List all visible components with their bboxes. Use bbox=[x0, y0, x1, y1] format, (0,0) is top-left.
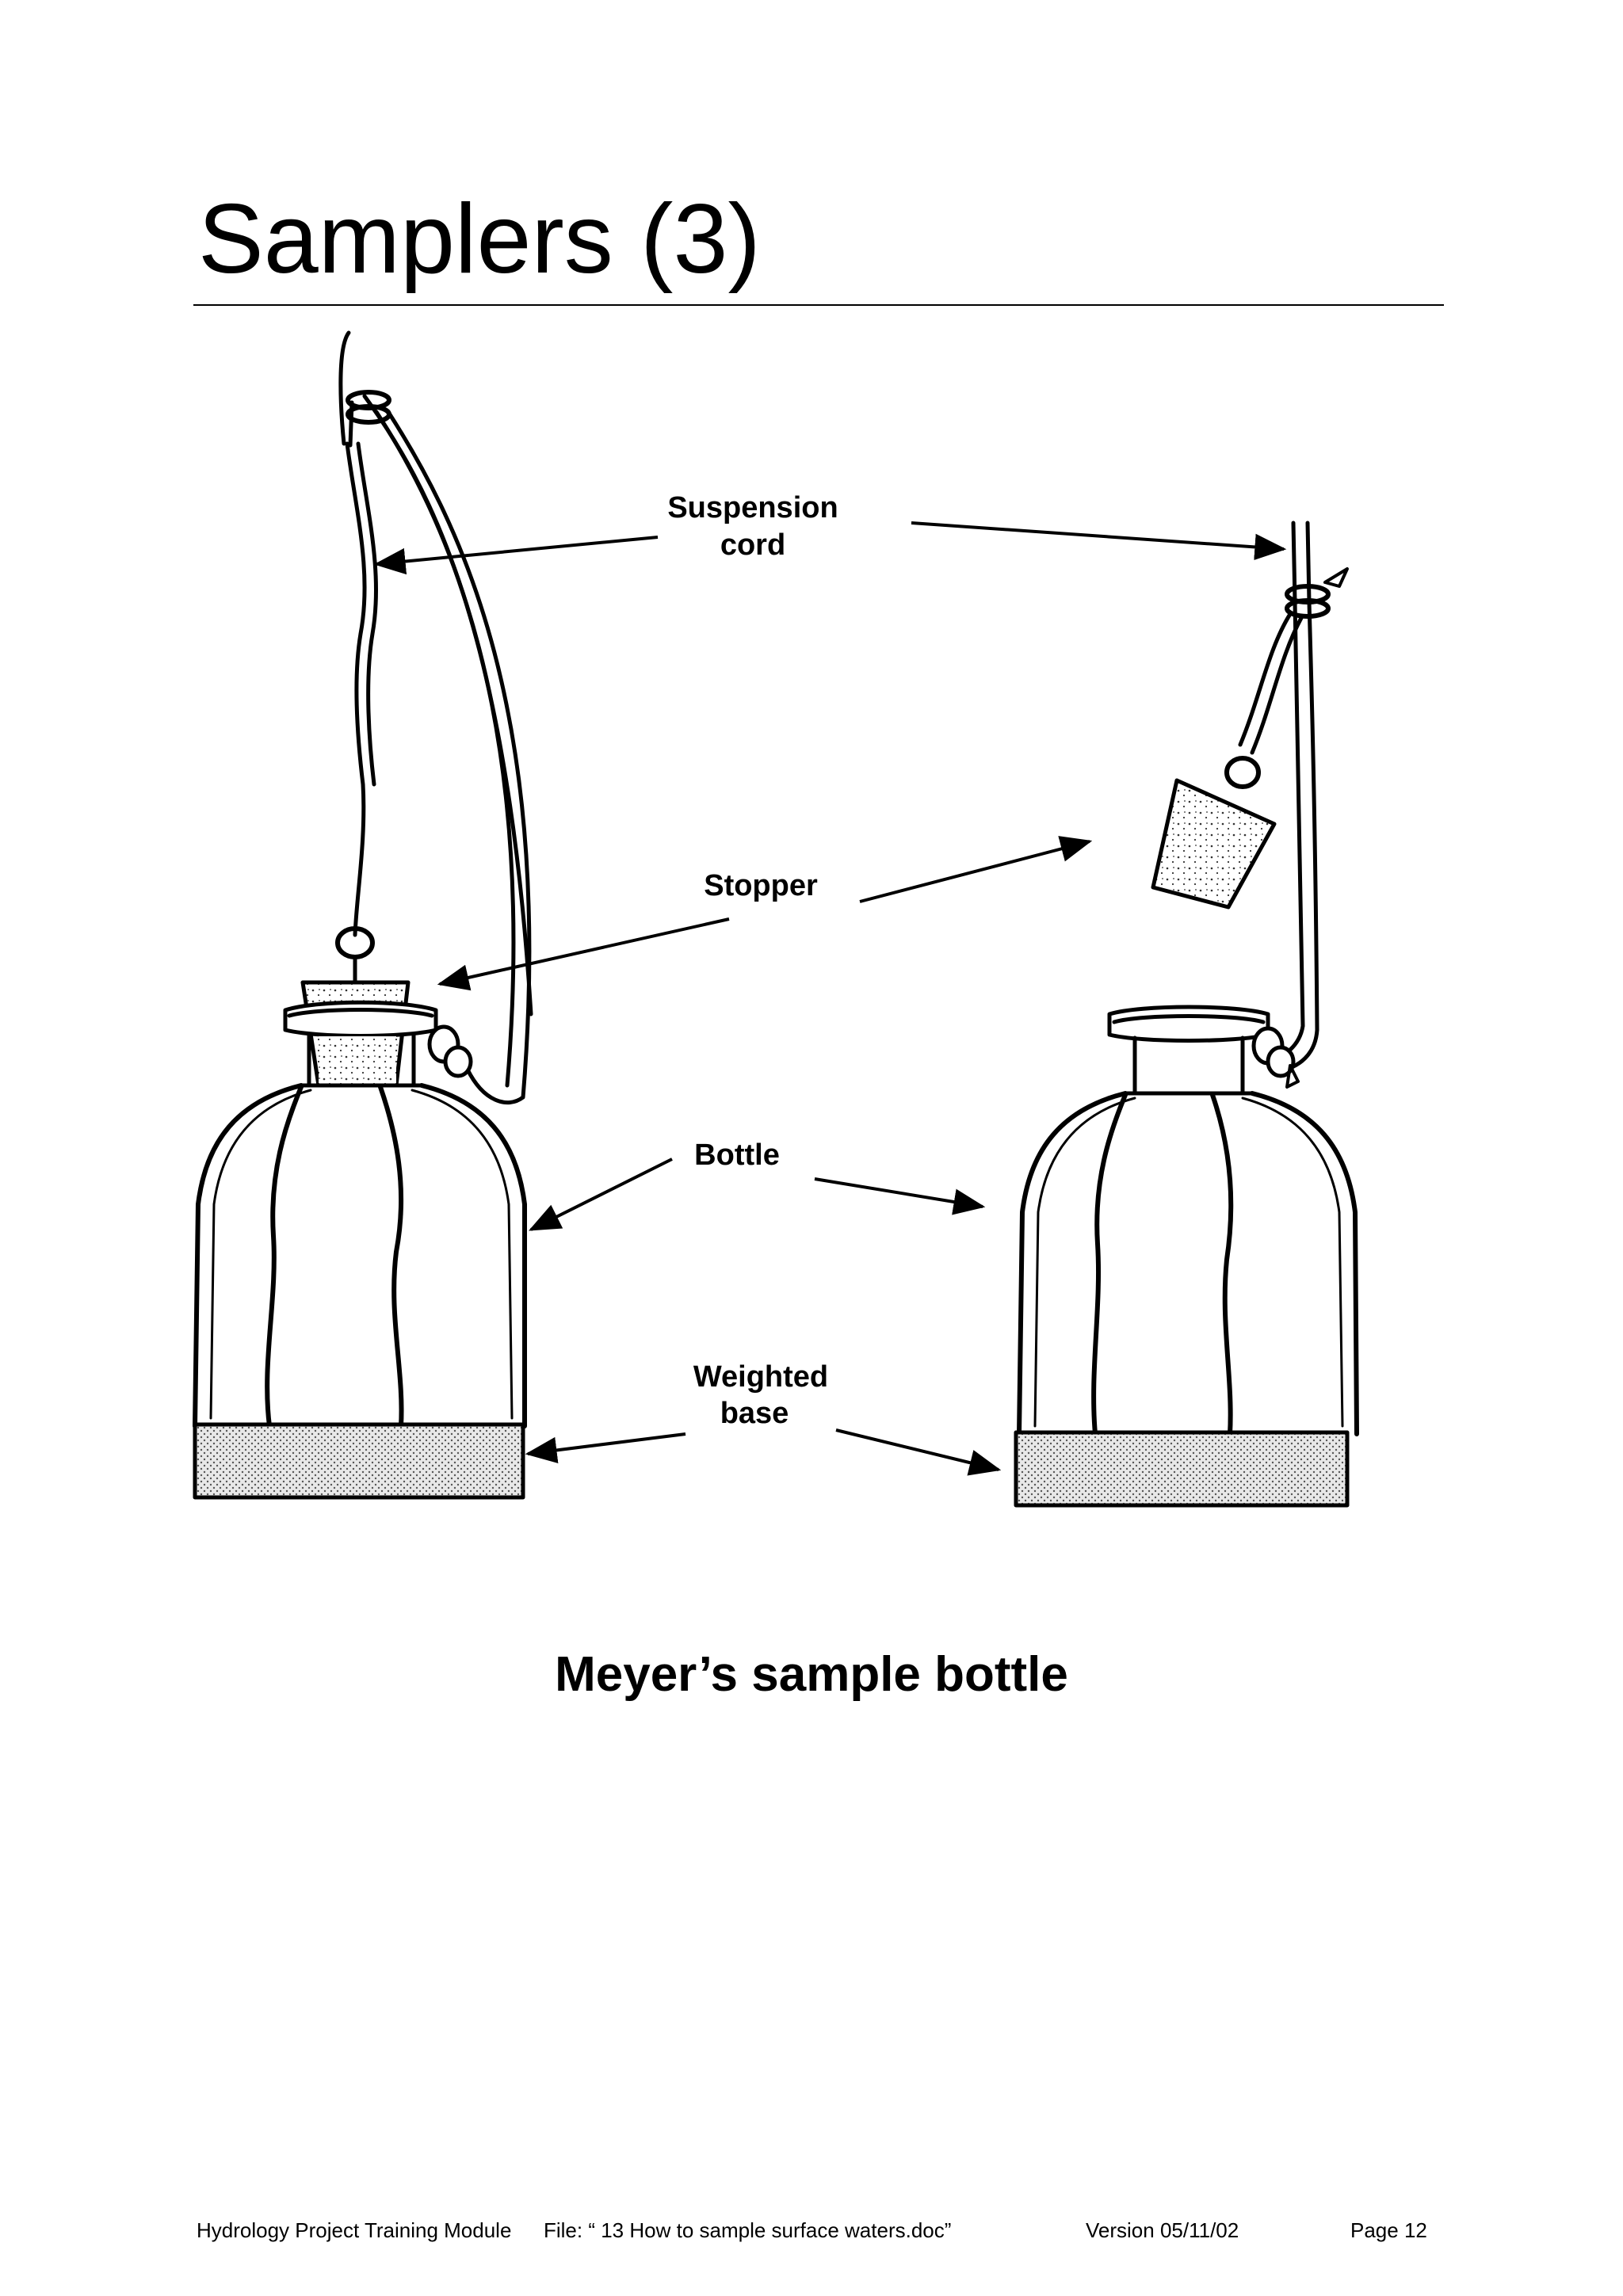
label-bottle: Bottle bbox=[694, 1138, 780, 1172]
leader-arrows bbox=[373, 521, 1287, 1476]
left-sampler bbox=[193, 330, 533, 1500]
footer-page: Page 12 bbox=[1350, 2218, 1427, 2242]
title-rule bbox=[193, 304, 1444, 306]
right-suspension-cord bbox=[1266, 521, 1305, 1064]
arrow-base-right bbox=[835, 1428, 1002, 1476]
arrow-bottle-right bbox=[814, 1177, 986, 1215]
footer-module: Hydrology Project Training Module bbox=[197, 2218, 512, 2242]
sampler-illustration: Suspension cord Stopper Bottle Weighted … bbox=[193, 330, 1359, 1508]
arrow-suspension-right bbox=[911, 521, 1287, 561]
right-weighted-base bbox=[1014, 1430, 1350, 1508]
label-weighted-line1: Weighted bbox=[693, 1360, 828, 1394]
footer-version: Version 05/11/02 bbox=[1086, 2218, 1239, 2242]
label-suspension-line1: Suspension bbox=[667, 491, 838, 524]
left-suspension-cord bbox=[345, 441, 367, 937]
right-bottle bbox=[1017, 1091, 1128, 1436]
right-stopper-ring bbox=[1224, 756, 1261, 789]
figure-caption: Meyer’s sample bottle bbox=[555, 1647, 1068, 1702]
arrow-suspension-left bbox=[373, 536, 659, 575]
label-suspension-line2: cord bbox=[720, 528, 785, 562]
footer-file: File: “ 13 How to sample surface waters.… bbox=[544, 2218, 952, 2242]
page-title: Samplers (3) bbox=[198, 185, 761, 294]
arrow-stopper-right bbox=[859, 836, 1093, 903]
label-weighted-line2: base bbox=[720, 1397, 789, 1430]
left-weighted-base bbox=[193, 1422, 525, 1500]
figure-labels: Suspension cord Stopper Bottle Weighted … bbox=[667, 491, 838, 1430]
arrow-stopper-left bbox=[437, 917, 730, 991]
label-stopper: Stopper bbox=[704, 869, 818, 902]
arrow-bottle-left bbox=[529, 1158, 673, 1231]
right-stopper bbox=[1151, 778, 1277, 910]
arrow-base-left bbox=[525, 1432, 686, 1463]
left-bottle bbox=[193, 1083, 304, 1428]
right-sampler bbox=[1014, 521, 1359, 1508]
